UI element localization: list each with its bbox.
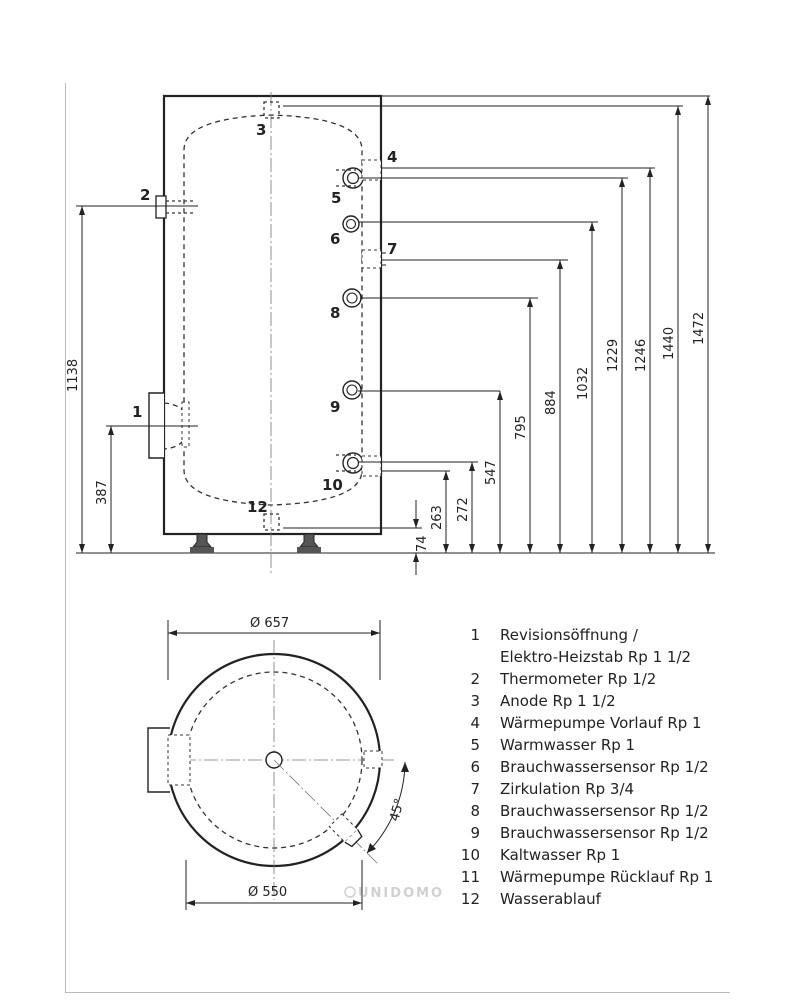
tank-foot-left: [191, 533, 213, 548]
legend-num: 2: [470, 670, 480, 688]
legend: 1 Revisionsöffnung / Elektro-Heizstab Rp…: [461, 626, 713, 908]
legend-num: 9: [470, 824, 480, 842]
legend-num: 6: [470, 758, 480, 776]
watermark: UNIDOMO: [344, 886, 444, 901]
top-flange-left: [147, 727, 170, 793]
legend-text: Kaltwasser Rp 1: [500, 846, 620, 864]
port-7-zirkulation: [361, 249, 386, 269]
watermark-logo-icon: [344, 886, 356, 898]
dim-1032: 1032: [576, 367, 591, 400]
dimension-lines-right: [415, 96, 709, 575]
legend-num: 7: [470, 780, 480, 798]
tank-foot-right: [298, 533, 320, 548]
legend-num: 12: [461, 890, 480, 908]
legend-num: 8: [470, 802, 480, 820]
legend-num: 11: [461, 868, 480, 886]
port-label-5: 5: [331, 189, 341, 207]
port-label-10: 10: [322, 476, 343, 494]
angle-arc: [366, 761, 406, 854]
port-label-12: 12: [247, 498, 268, 516]
dim-272: 272: [456, 497, 471, 522]
port-label-2: 2: [140, 186, 150, 204]
port-label-1: 1: [132, 403, 142, 421]
legend-text: Brauchwassersensor Rp 1/2: [500, 758, 709, 776]
port-2-thermometer: [155, 195, 167, 219]
dim-387: 387: [95, 480, 110, 505]
dim-1246: 1246: [634, 339, 649, 372]
dim-884: 884: [544, 390, 559, 415]
dim-795: 795: [514, 415, 529, 440]
dim-1229: 1229: [606, 339, 621, 372]
port-label-9: 9: [330, 398, 340, 416]
legend-text: Brauchwassersensor Rp 1/2: [500, 802, 709, 820]
port-10-kaltwasser: [336, 452, 382, 477]
dim-1472: 1472: [692, 312, 707, 345]
port-label-8: 8: [330, 304, 340, 322]
legend-num: 3: [470, 692, 480, 710]
watermark-text: UNIDOMO: [358, 886, 444, 901]
dimension-extension-lines: [283, 95, 715, 554]
legend-text: Zirkulation Rp 3/4: [500, 780, 634, 798]
top-port-right: [363, 750, 383, 769]
legend-text: Anode Rp 1 1/2: [500, 692, 616, 710]
legend-text: Brauchwassersensor Rp 1/2: [500, 824, 709, 842]
top-view: Ø 657 45° Ø 550: [147, 616, 409, 910]
dim-263: 263: [430, 505, 445, 530]
port-label-3: 3: [256, 121, 266, 139]
dim-74: 74: [415, 535, 430, 552]
legend-text: Wärmepumpe Vorlauf Rp 1: [500, 714, 702, 732]
port-6-sensor: [342, 215, 360, 233]
tank-outline: [162, 94, 383, 536]
port-label-4: 4: [387, 148, 397, 166]
legend-num: 10: [461, 846, 480, 864]
dim-547: 547: [484, 460, 499, 485]
legend-text: Wasserablauf: [500, 890, 602, 908]
port-4-vorlauf: [361, 159, 382, 181]
legend-text: Elektro-Heizstab Rp 1 1/2: [500, 648, 691, 666]
legend-text: Warmwasser Rp 1: [500, 736, 635, 754]
dimension-arrows-left: [79, 206, 114, 553]
dimension-lines-left: [76, 205, 198, 554]
dimension-arrows-right: [413, 96, 711, 562]
side-view: 3 4 5 2 6 7 8 1 9 10 12: [66, 92, 715, 575]
drawing-frame: [65, 83, 730, 993]
legend-num: 4: [470, 714, 480, 732]
port-8-sensor: [342, 288, 362, 308]
port-label-7: 7: [387, 240, 397, 258]
port-9-sensor: [342, 380, 362, 400]
dim-1138: 1138: [66, 359, 81, 392]
port-label-6: 6: [330, 230, 340, 248]
port-3-anode: [263, 101, 280, 119]
legend-num: 1: [470, 626, 480, 644]
port-12-drain: [263, 513, 280, 531]
dim-inner-diameter: Ø 550: [248, 885, 287, 900]
angle-label: 45°: [387, 797, 407, 823]
dim-1440: 1440: [662, 327, 677, 360]
legend-text: Revisionsöffnung /: [500, 626, 639, 644]
legend-text: Thermometer Rp 1/2: [499, 670, 656, 688]
dim-outer-diameter: Ø 657: [250, 616, 289, 631]
legend-num: 5: [470, 736, 480, 754]
legend-text: Wärmepumpe Rücklauf Rp 1: [500, 868, 713, 886]
top-port-diagonal: [328, 813, 363, 848]
